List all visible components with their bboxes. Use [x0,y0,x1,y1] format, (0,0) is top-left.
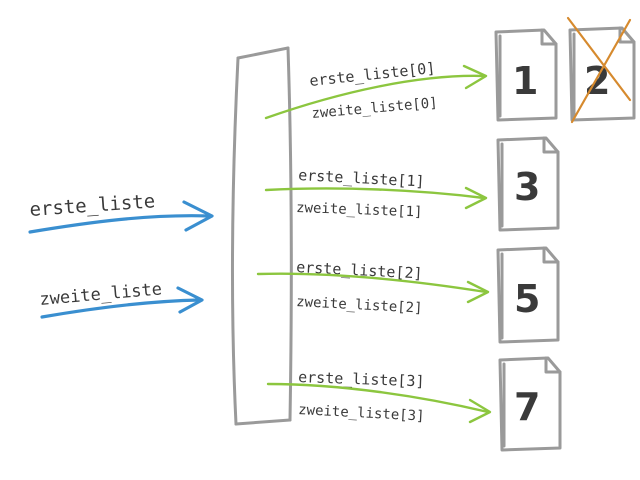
slot-3: erste_liste[3] zweite_liste[3] [298,368,425,425]
slot-label-first: erste_liste[3] [298,368,425,390]
value-box-1: 1 [494,28,558,122]
slot-1: erste_liste[1] zweite_liste[1] [296,166,425,220]
list-container [230,46,293,426]
arrow-zweite-liste [40,286,204,319]
slot-label-second: zweite_liste[1] [296,200,423,220]
arrow-slot-0 [264,64,488,120]
arrow-slot-3 [266,382,492,424]
slot-label-second: zweite_liste[3] [298,402,425,425]
slot-2: erste_liste[2] zweite_liste[2] [296,258,423,317]
slot-label-first: erste_liste[2] [296,258,423,283]
slot-0: erste_liste[0] zweite_liste[0] [309,59,439,122]
value-text: 5 [514,277,540,321]
slot-label-first: erste_liste[1] [298,166,425,191]
value-text: 1 [512,59,538,103]
value-text: 3 [514,165,540,209]
label-erste-liste: erste_liste [29,190,156,221]
slot-label-second: zweite_liste[2] [296,294,423,317]
value-box-crossed: 2 [566,16,636,124]
value-box-3: 3 [496,136,560,232]
crossed-value-text: 2 [584,59,610,103]
arrow-slot-2 [256,272,490,304]
arrow-erste-liste [28,200,214,234]
value-box-7: 7 [498,356,562,452]
arrow-slot-1 [264,186,488,210]
label-zweite-liste: zweite_liste [39,279,163,310]
cross-mark [566,16,632,124]
value-text: 7 [514,385,540,429]
slot-label-first: erste_liste[0] [309,59,437,90]
value-box-5: 5 [496,246,560,344]
